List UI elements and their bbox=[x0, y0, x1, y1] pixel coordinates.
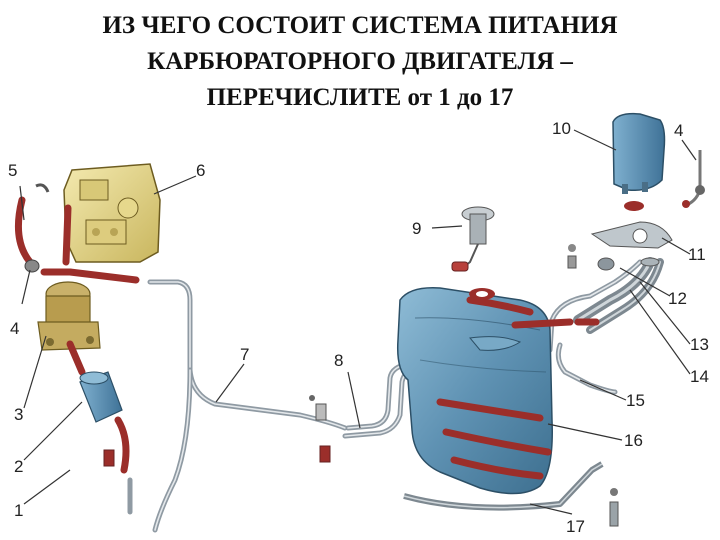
label-2: 2 bbox=[14, 457, 23, 476]
fuel-tank bbox=[396, 287, 553, 495]
tank-hoses bbox=[511, 318, 600, 329]
label-11: 11 bbox=[688, 245, 706, 264]
label-15: 15 bbox=[626, 391, 645, 410]
label-4-right: 4 bbox=[674, 121, 683, 140]
label-3: 3 bbox=[14, 405, 23, 424]
label-6: 6 bbox=[196, 161, 205, 180]
title-line-1: ИЗ ЧЕГО СОСТОИТ СИСТЕМА ПИТАНИЯ bbox=[102, 12, 618, 39]
label-4-left: 4 bbox=[10, 319, 19, 338]
carburetor bbox=[62, 163, 161, 266]
label-8: 8 bbox=[334, 351, 343, 370]
label-14: 14 bbox=[690, 367, 709, 386]
fuel-lines bbox=[147, 259, 643, 533]
title-line-3: ПЕРЕЧИСЛИТЕ от 1 до 17 bbox=[206, 84, 514, 111]
fuel-pump bbox=[37, 281, 101, 376]
label-13: 13 bbox=[690, 335, 709, 354]
fuel-sensor bbox=[451, 206, 495, 300]
part-labels: 1 2 3 4 5 6 7 8 9 10 4 11 12 13 14 15 16… bbox=[8, 119, 709, 536]
label-17: 17 bbox=[566, 517, 585, 536]
label-16: 16 bbox=[624, 431, 643, 450]
label-10: 10 bbox=[552, 119, 571, 138]
title-line-2: КАРБЮРАТОРНОГО ДВИГАТЕЛЯ – bbox=[147, 48, 573, 75]
fuel-filter bbox=[79, 371, 133, 515]
label-12: 12 bbox=[668, 289, 687, 308]
center-fittings bbox=[309, 395, 331, 463]
tank-strap bbox=[403, 461, 619, 527]
label-5: 5 bbox=[8, 161, 17, 180]
label-7: 7 bbox=[240, 345, 249, 364]
label-1: 1 bbox=[14, 501, 23, 520]
leader-lines bbox=[19, 129, 697, 515]
return-hoses bbox=[14, 183, 140, 284]
separator bbox=[567, 112, 705, 269]
filler-neck bbox=[573, 257, 664, 334]
slide-title: ИЗ ЧЕГО СОСТОИТ СИСТЕМА ПИТАНИЯ КАРБЮРАТ… bbox=[20, 8, 700, 116]
label-9: 9 bbox=[412, 219, 421, 238]
